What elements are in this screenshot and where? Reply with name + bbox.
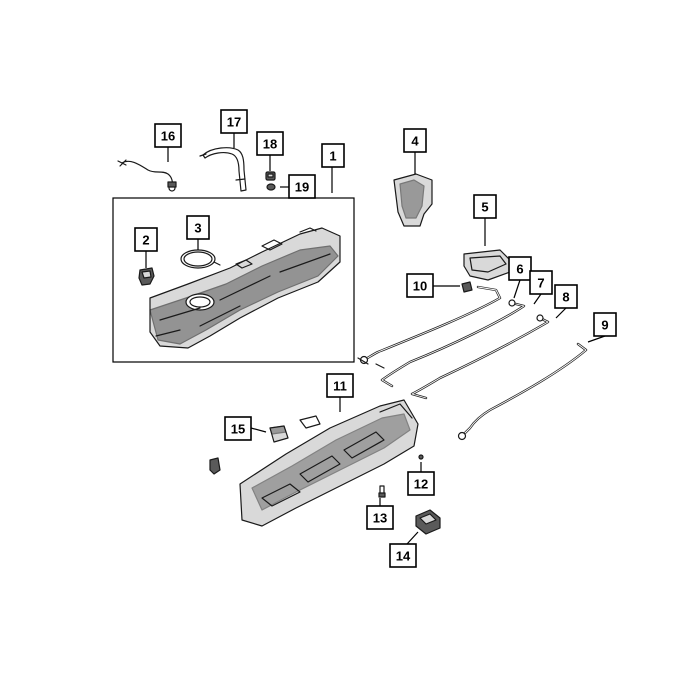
leader-9 <box>587 335 606 343</box>
callout-11: 11 <box>326 373 354 398</box>
callout-15: 15 <box>224 416 252 441</box>
callout-12: 12 <box>407 471 435 496</box>
callout-16-label: 16 <box>161 129 175 144</box>
part-17-tank-strap <box>199 147 247 192</box>
callout-18: 18 <box>256 131 284 156</box>
callout-3: 3 <box>186 215 210 240</box>
callout-13: 13 <box>366 505 394 530</box>
callout-18-label: 18 <box>263 137 277 152</box>
callout-5-label: 5 <box>481 200 488 215</box>
part-1-fuel-tank <box>149 227 341 349</box>
part-7-fuel-line <box>380 299 526 388</box>
callout-2-label: 2 <box>142 233 149 248</box>
callout-3-label: 3 <box>194 221 201 236</box>
callout-10: 10 <box>406 273 434 298</box>
leader-lines <box>145 133 606 545</box>
part-12-bolt <box>418 454 424 460</box>
part-14-module <box>415 509 441 535</box>
part-2-fitting <box>138 267 155 286</box>
callout-19: 19 <box>288 174 316 199</box>
callout-11-label: 11 <box>333 379 347 394</box>
part-11-skid-plate <box>239 399 419 527</box>
part-5-bracket <box>463 249 513 281</box>
part-19-washer <box>266 183 276 191</box>
callout-9: 9 <box>593 312 617 337</box>
part-6-fuel-line <box>357 285 502 369</box>
leader-7 <box>533 293 542 305</box>
callout-17-label: 17 <box>227 115 241 130</box>
fuel-tank-assembly-frame <box>112 197 355 363</box>
part-8-vapor-line <box>410 314 550 400</box>
part-16-wire-harness <box>117 159 177 192</box>
callout-13-label: 13 <box>373 511 387 526</box>
callout-5: 5 <box>473 194 497 219</box>
callout-7-label: 7 <box>537 276 544 291</box>
leader-14 <box>406 531 419 545</box>
callout-1: 1 <box>321 143 345 168</box>
callout-15-label: 15 <box>231 422 245 437</box>
callout-6-label: 6 <box>516 262 523 277</box>
callout-17: 17 <box>220 109 248 134</box>
part-9-vapor-line <box>457 342 588 441</box>
leader-6 <box>513 279 521 299</box>
callout-8-label: 8 <box>562 290 569 305</box>
callout-6: 6 <box>508 256 532 281</box>
callout-14: 14 <box>389 543 417 568</box>
callout-19-label: 19 <box>295 180 309 195</box>
callout-1-label: 1 <box>329 149 336 164</box>
skid-plate-side-bracket <box>209 457 221 475</box>
part-10-clip <box>461 281 473 293</box>
leader-8 <box>555 307 567 319</box>
callout-8: 8 <box>554 284 578 309</box>
callout-2: 2 <box>134 227 158 252</box>
callout-4-label: 4 <box>411 134 419 149</box>
callout-16: 16 <box>154 123 182 148</box>
callout-4: 4 <box>403 128 427 153</box>
part-18-nut <box>265 171 276 181</box>
callout-14-label: 14 <box>396 549 411 564</box>
callout-9-label: 9 <box>601 318 608 333</box>
part-4-heat-shield <box>393 173 433 227</box>
callout-7: 7 <box>529 270 553 295</box>
leader-15 <box>250 427 267 433</box>
part-13-bolt <box>378 485 386 498</box>
callout-10-label: 10 <box>413 279 427 294</box>
callout-12-label: 12 <box>414 477 428 492</box>
part-3-seal-ring <box>180 249 221 269</box>
part-15-bumper <box>269 425 289 443</box>
